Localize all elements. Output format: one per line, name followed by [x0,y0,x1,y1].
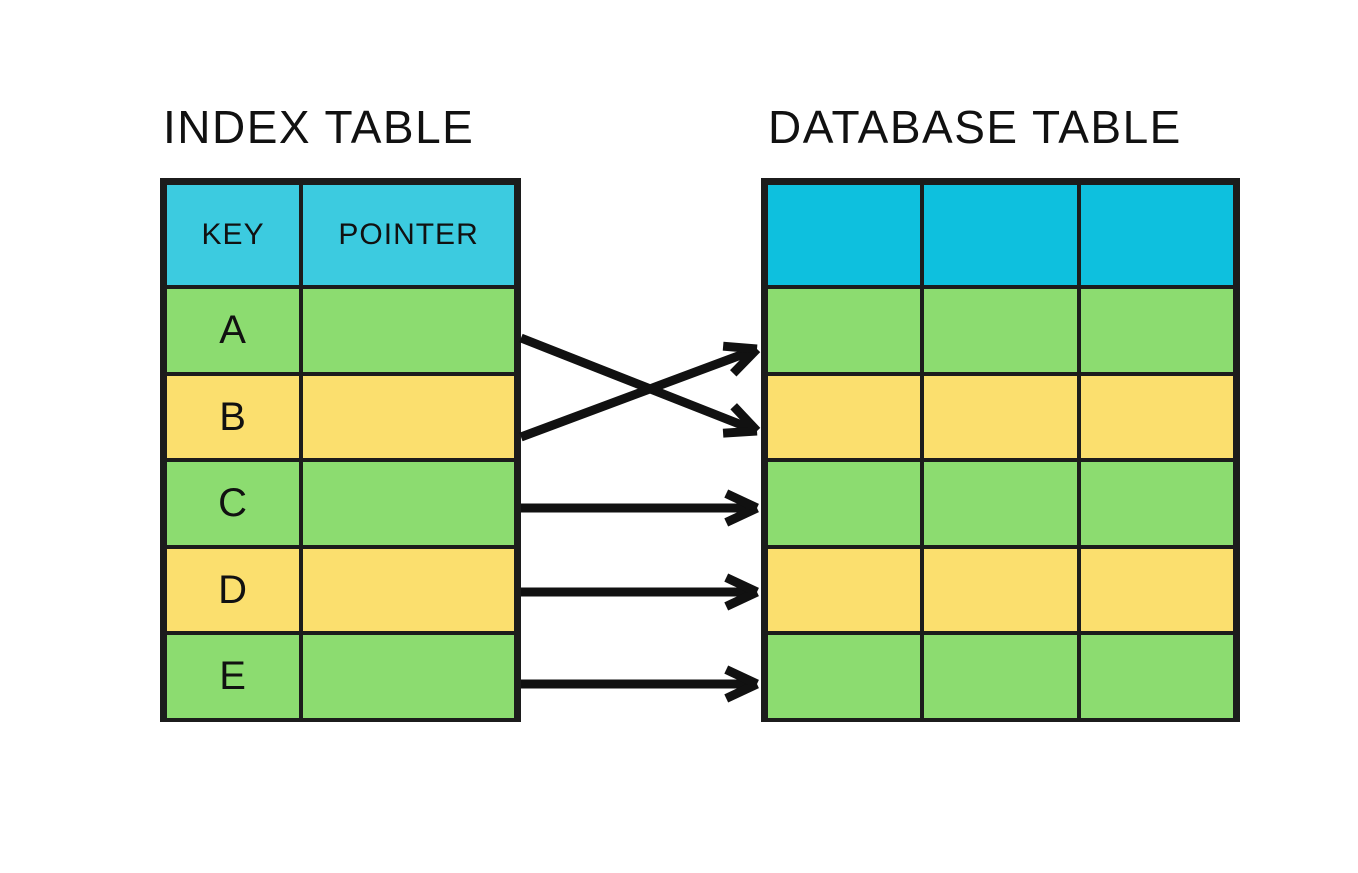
database-table-row-5[interactable] [766,633,1235,720]
index-key-cell-c: C [165,460,302,547]
database-table-row-1[interactable] [766,287,1235,374]
pointer-arrow-head [724,489,759,513]
database-cell-r5c3 [1078,633,1235,720]
index-pointer-cell-d [301,546,516,634]
database-cell-r1c2 [922,287,1079,374]
database-cell-r3c2 [922,460,1079,547]
index-table: KEY POINTER A B C D E [160,178,521,722]
database-cell-r2c1 [766,373,923,461]
database-cell-r5c2 [922,633,1079,720]
database-table-row-3[interactable] [766,460,1235,547]
pointer-arrow-head [722,426,758,438]
database-cell-r4c3 [1078,546,1235,634]
index-key-cell-a: A [165,287,302,374]
index-table-header-row: KEY POINTER [165,183,516,288]
pointer-arrow-shaft [519,344,759,442]
database-header-cell-2 [922,183,1079,288]
database-table-row-4[interactable] [766,546,1235,634]
database-cell-r3c1 [766,460,923,547]
index-pointer-cell-a [301,287,516,374]
index-header-cell-pointer: POINTER [301,183,516,288]
index-table-row-e[interactable]: E [165,633,516,720]
pointer-arrow-head [730,403,761,435]
database-cell-r1c1 [766,287,923,374]
database-table-row-2[interactable] [766,373,1235,461]
database-cell-r2c3 [1078,373,1235,461]
database-cell-r4c1 [766,546,923,634]
database-table [761,178,1240,722]
pointer-arrow-head [724,573,759,597]
database-cell-r5c1 [766,633,923,720]
pointer-arrow-head [724,665,759,689]
database-table-title: DATABASE TABLE [768,101,1182,153]
pointer-arrow-head [724,679,759,703]
database-cell-r3c3 [1078,460,1235,547]
index-table-row-d[interactable]: D [165,546,516,634]
pointer-arrow-shaft [519,333,759,436]
index-table-row-c[interactable]: C [165,460,516,547]
database-header-cell-1 [766,183,923,288]
index-pointer-cell-c [301,460,516,547]
index-header-cell-key: KEY [165,183,302,288]
index-table-row-b[interactable]: B [165,373,516,461]
database-cell-r4c2 [922,546,1079,634]
index-pointer-cell-b [301,373,516,461]
pointer-arrow-head [724,503,759,527]
index-pointer-cell-e [301,633,516,720]
index-key-cell-b: B [165,373,302,461]
pointer-arrow-head [730,345,761,377]
database-header-cell-3 [1078,183,1235,288]
database-cell-r2c2 [922,373,1079,461]
index-key-cell-d: D [165,546,302,634]
index-table-title: INDEX TABLE [163,101,475,153]
database-table-header-row [766,183,1235,288]
database-cell-r1c3 [1078,287,1235,374]
index-table-row-a[interactable]: A [165,287,516,374]
pointer-arrow-head [724,587,759,611]
index-key-cell-e: E [165,633,302,720]
pointer-arrow-head [722,341,758,354]
